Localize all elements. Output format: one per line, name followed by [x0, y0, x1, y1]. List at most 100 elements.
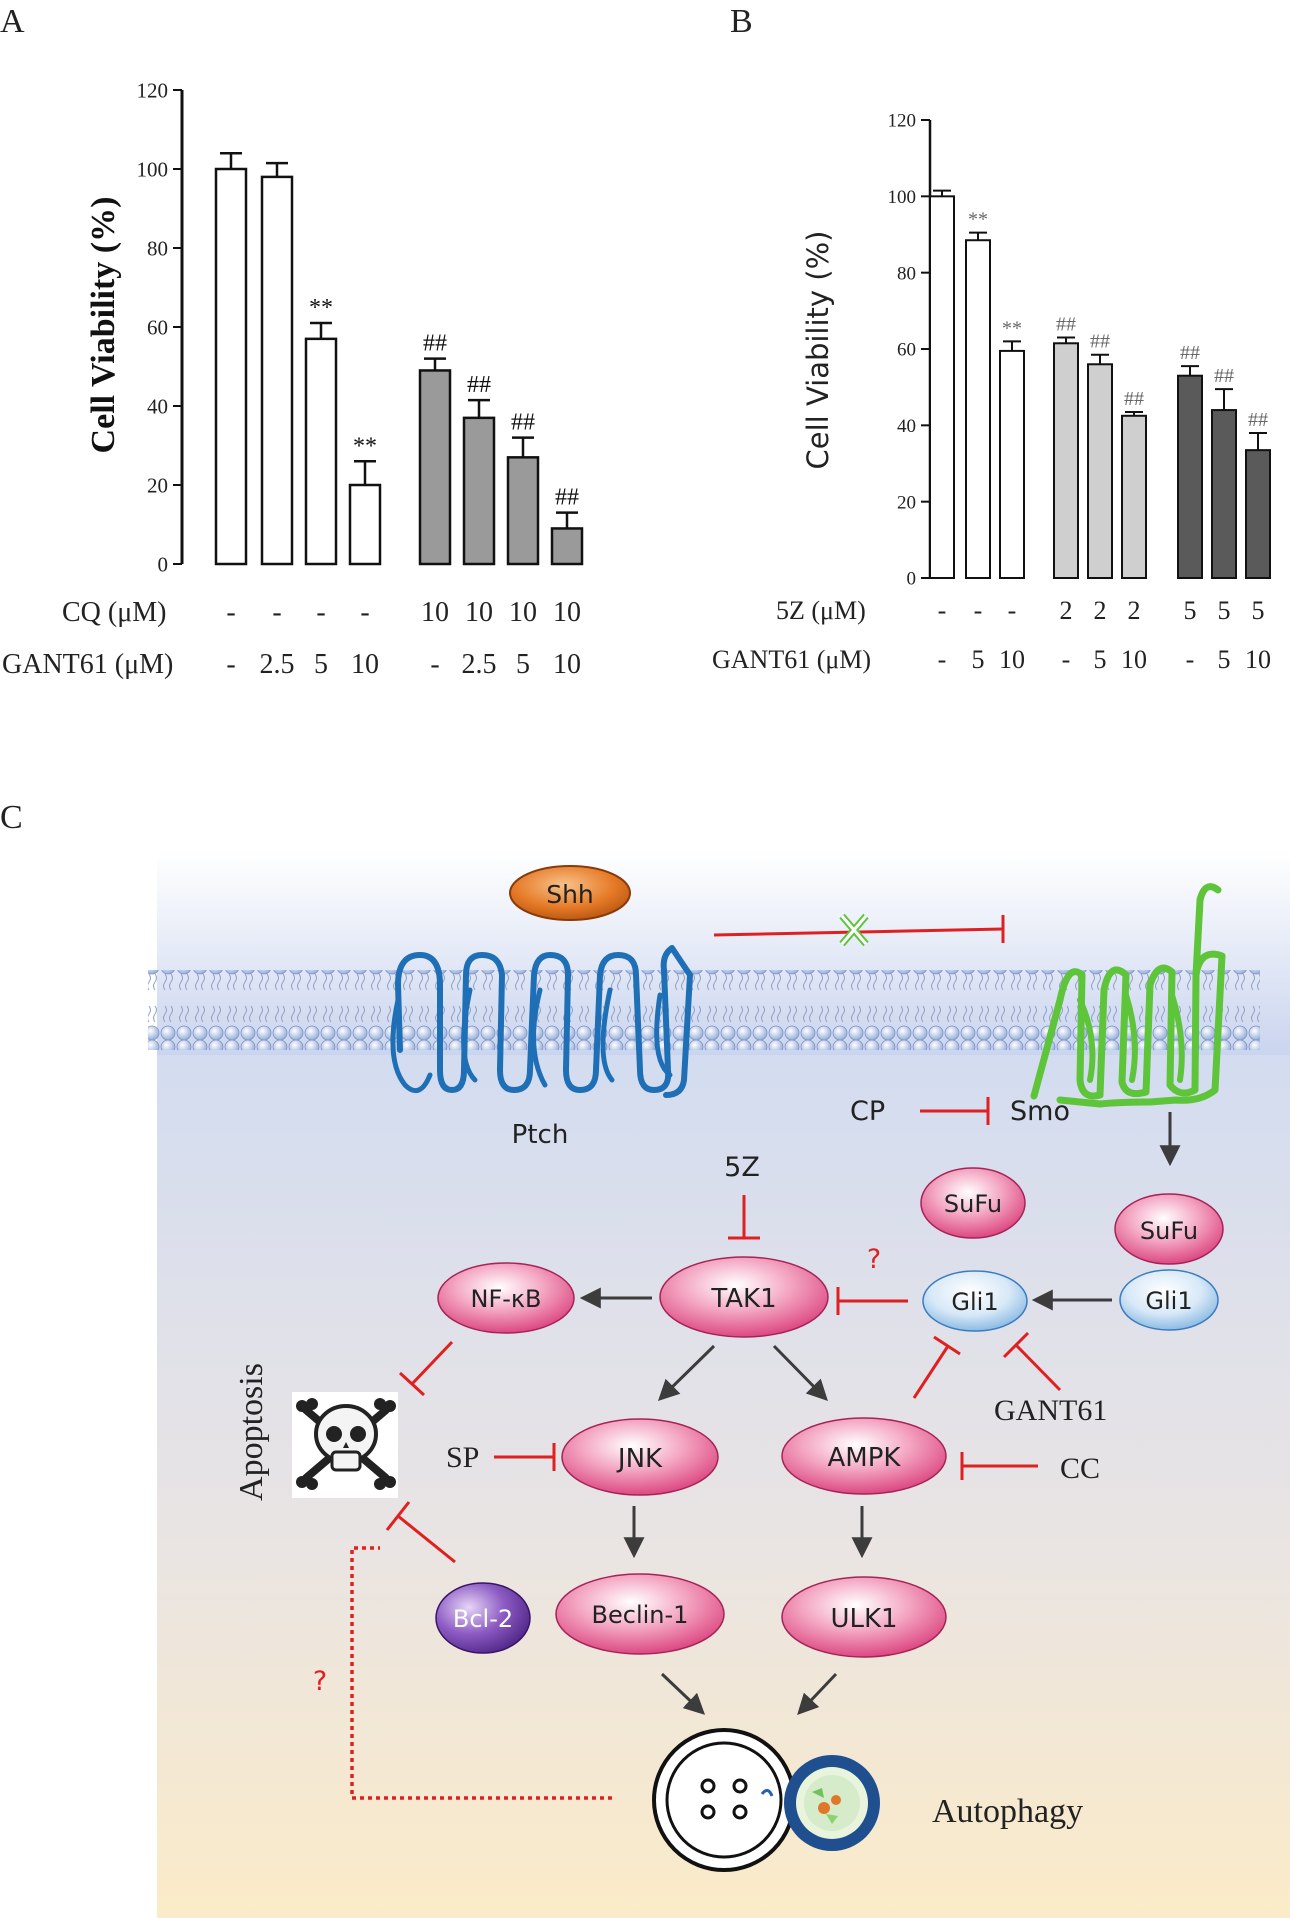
shh-ligand	[509, 865, 631, 921]
chart-a-cell: 10	[421, 597, 449, 628]
chart-a-bar	[304, 337, 338, 566]
chart-b-y-tick-label: 60	[897, 340, 916, 361]
sufu-bound-label: SuFu	[1140, 1217, 1198, 1245]
cell-membrane	[148, 970, 1260, 1050]
chart-b-cell: 5	[1252, 596, 1265, 625]
chart-a-bar	[550, 527, 584, 566]
sufu-bound-node	[1114, 1193, 1224, 1265]
sufu-node	[920, 1167, 1026, 1239]
tak1-node	[659, 1256, 829, 1338]
smo-receptor	[1030, 883, 1226, 1108]
smo-label: Smo	[1010, 1096, 1070, 1127]
chart-b-cell: -	[974, 596, 983, 625]
chart-b-bar	[1245, 449, 1271, 579]
chart-b-y-tick-label: 120	[888, 111, 917, 132]
chart-b-bar	[1177, 374, 1203, 580]
bcl2-label: Bcl-2	[453, 1605, 513, 1633]
chart-b-significance-mark: ##	[1124, 388, 1144, 410]
chart-a-bar	[462, 416, 496, 566]
chart-b-significance-mark: ##	[1248, 409, 1268, 431]
chart-b-cell: -	[1008, 596, 1017, 625]
chart-a-cell: 2.5	[462, 649, 497, 680]
ptch-label: Ptch	[512, 1120, 569, 1150]
chart-a-cell: -	[360, 597, 369, 628]
chart-b-y-tick-label: 80	[897, 263, 916, 284]
chart-b-ylabel: Cell Viability (%)	[801, 231, 835, 470]
chart-a-significance-mark: ##	[467, 372, 491, 398]
chart-a-cell: 5	[516, 649, 530, 680]
chart-a-cell: 10	[553, 649, 581, 680]
chart-a-cell: -	[316, 597, 325, 628]
chart-a-cell: -	[226, 597, 235, 628]
chart-b-cell: 10	[1245, 645, 1271, 674]
nfkb-label: NF-κB	[470, 1285, 541, 1313]
chart-b-cell: 5	[1218, 645, 1231, 674]
chart-a-cell: 10	[509, 597, 537, 628]
chart-b-bar	[999, 349, 1025, 579]
gli1-bound-label: Gli1	[1145, 1287, 1192, 1315]
gant61-inhibits-gli1	[1014, 1343, 1062, 1392]
ulk1-to-autophagy-arrow	[797, 1672, 838, 1716]
chart-b-bar	[965, 239, 991, 579]
chart-b-cell: 2	[1094, 596, 1107, 625]
skull-crossbones-icon	[292, 1392, 398, 1498]
chart-b-significance-mark: ##	[1090, 331, 1110, 353]
chart-a-y-tick-label: 80	[147, 236, 168, 260]
gli1-bound-node	[1119, 1269, 1219, 1331]
ulk1-label: ULK1	[830, 1604, 897, 1634]
chart-a-row-label: CQ (μM)	[62, 597, 166, 628]
chart-b-row-label: GANT61 (μM)	[712, 645, 871, 674]
chart-b-cell: -	[938, 645, 947, 674]
chart-b-cell: 2	[1060, 596, 1073, 625]
chart-a-cell: -	[272, 597, 281, 628]
gant61-label: GANT61	[994, 1394, 1107, 1427]
smo-receptor-loops	[1077, 992, 1185, 1083]
chart-a-ylabel: Cell Viability (%)	[85, 197, 122, 454]
pathway-diagram: Ptch Shh CP Smo 5Z SuFu SuFu Gl	[148, 852, 1290, 1918]
chart-b-bar	[1053, 342, 1079, 579]
beclin1-label: Beclin-1	[592, 1601, 689, 1629]
chart-b-significance-mark: ##	[1214, 365, 1234, 387]
chart-a-significance-mark: **	[353, 433, 377, 459]
ampk-label: AMPK	[828, 1443, 902, 1473]
bcl2-inhibits-apoptosis	[397, 1514, 456, 1564]
tak1-to-jnk-arrow	[658, 1344, 716, 1401]
chart-b-significance-mark: **	[1002, 317, 1022, 339]
chart-b-bar	[1211, 409, 1237, 580]
chart-b-cell: 5	[1184, 596, 1197, 625]
nfkb-inhibits-apoptosis	[410, 1340, 454, 1386]
chart-b-y-tick-label: 20	[897, 492, 916, 513]
chart-a-y-tick-label: 120	[137, 78, 169, 102]
chart-a-bar	[214, 167, 248, 566]
chart-a-cell: 10	[351, 649, 379, 680]
chart-a-y-tick-label: 100	[137, 157, 169, 181]
chart-a-cell: 10	[553, 597, 581, 628]
5z-label: 5Z	[724, 1152, 760, 1183]
chart-a-y-tick-label: 20	[147, 473, 168, 497]
autophagy-label: Autophagy	[932, 1793, 1083, 1830]
chart-b-bar	[929, 195, 955, 579]
jnk-node	[561, 1418, 719, 1496]
gli1-node	[922, 1270, 1028, 1332]
chart-a-row-label: GANT61 (μM)	[2, 649, 173, 680]
chart-b-cell: 2	[1128, 596, 1141, 625]
chart-b-bar	[1121, 414, 1147, 579]
chart-b-y-tick-label: 0	[907, 569, 917, 590]
chart-a-cell: 5	[314, 649, 328, 680]
ptch-inhibits-smo-crossed	[713, 913, 1005, 947]
chart-b-cell: 5	[1094, 645, 1107, 674]
lysosome-icon	[784, 1755, 880, 1851]
ulk1-node	[781, 1576, 947, 1658]
chart-a-significance-mark: ##	[511, 410, 535, 436]
beclin1-node	[555, 1573, 725, 1655]
gli1-label: Gli1	[951, 1288, 998, 1316]
chart-b-cell: -	[1186, 645, 1195, 674]
chart-b-cell: -	[1062, 645, 1071, 674]
tak1-to-ampk-arrow	[772, 1344, 828, 1401]
chart-b-significance-mark: **	[968, 209, 988, 231]
chart-b-row-label: 5Z (μM)	[776, 596, 866, 625]
chart-a-bar	[260, 175, 294, 566]
cp-label: CP	[850, 1096, 885, 1127]
